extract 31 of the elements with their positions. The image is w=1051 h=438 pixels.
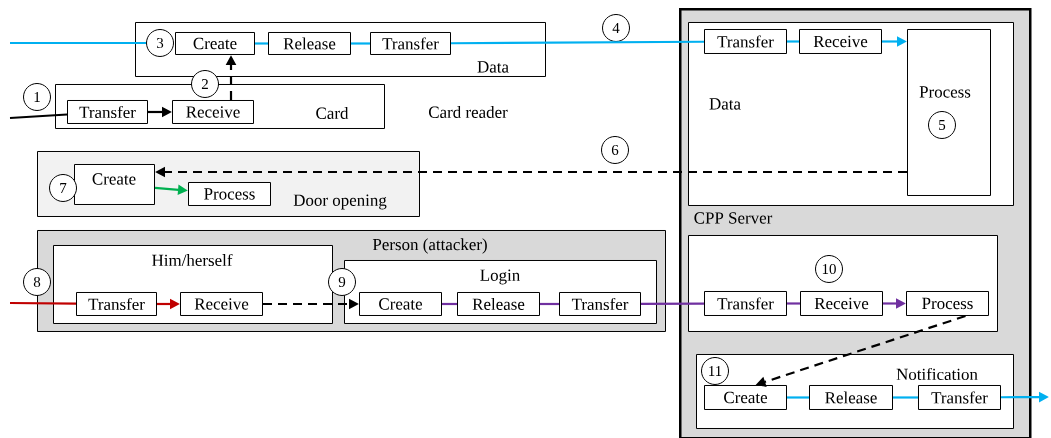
step-box: Transfer <box>559 292 641 316</box>
connector-line <box>351 42 370 45</box>
step-box: Receive <box>799 29 882 54</box>
step-box: Receive <box>172 100 254 124</box>
step-box: Transfer <box>67 100 148 124</box>
step-box: Release <box>268 32 351 55</box>
step-box: Transfer <box>704 291 787 316</box>
connector-line <box>893 396 918 399</box>
step-box: Release <box>809 385 893 410</box>
connector-line <box>255 42 268 45</box>
step-box: Process <box>188 182 271 206</box>
connector-line <box>10 301 76 305</box>
connector-line <box>540 302 559 306</box>
step-box: Process <box>906 291 989 316</box>
connector-line <box>787 396 809 399</box>
connector-line <box>9 113 68 120</box>
step-box: Receive <box>180 292 263 316</box>
connector-line <box>641 302 704 305</box>
text-label: Card reader <box>428 106 508 118</box>
step-box: Transfer <box>370 32 451 55</box>
step-box: Transfer <box>704 29 787 54</box>
connector-line <box>787 302 800 305</box>
connector-line <box>10 41 146 45</box>
step-box: Create <box>359 292 442 316</box>
step-box: Release <box>457 292 540 316</box>
step-box: Receive <box>800 291 883 316</box>
step-box: Transfer <box>918 385 1001 410</box>
connector-line <box>451 40 704 45</box>
connector-line <box>787 40 799 43</box>
connector-line <box>442 302 457 306</box>
step-box: Transfer <box>76 292 157 316</box>
